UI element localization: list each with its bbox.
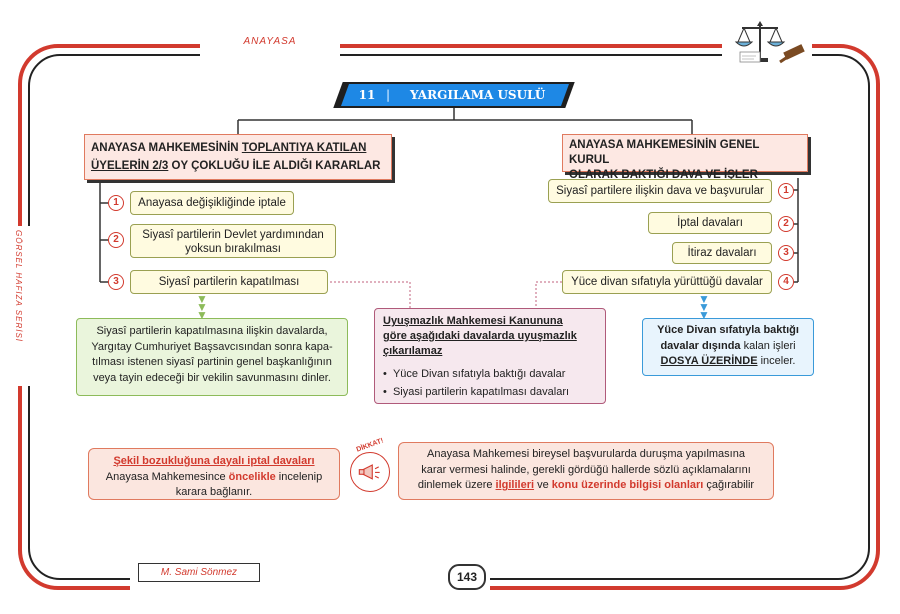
right-item-1: Siyasî partilere ilişkin dava ve başvuru… — [548, 179, 772, 203]
page-number: 143 — [448, 564, 486, 590]
middle-heading: Uyuşmazlık Mahkemesi Kanununa göre aşağı… — [383, 315, 577, 357]
right-item-2: İptal davaları — [648, 212, 772, 234]
bottom-left-note: Şekil bozukluğuna dayalı iptal davaları … — [88, 448, 340, 500]
attention-megaphone-icon — [350, 452, 390, 492]
right-item-4: Yüce divan sıfatıyla yürüttüğü davalar — [562, 270, 772, 294]
right-item-2-number: 2 — [778, 216, 794, 232]
right-item-4-number: 4 — [778, 274, 794, 290]
side-gap — [8, 226, 38, 386]
right-heading: ANAYASA MAHKEMESİNİN GENEL KURUL OLARAK … — [562, 134, 808, 181]
list-item: • Yüce Divan sıfatıyla baktığı davalar — [383, 368, 566, 380]
left-note: Siyasî partilerin kapatılmasına ilişkin … — [76, 318, 348, 396]
right-note: Yüce Divan sıfatıyla baktığı davalar dış… — [642, 318, 814, 376]
bottom-right-note: Anayasa Mahkemesi bireysel başvurularda … — [398, 442, 774, 500]
right-item-1-number: 1 — [778, 183, 794, 199]
left-item-3-number: 3 — [108, 274, 124, 290]
title-text: YARGILAMA USULÜ — [410, 88, 546, 102]
header-gap — [200, 36, 340, 60]
chevron-down-icon: ▼▼▼ — [196, 292, 208, 322]
header-label: ANAYASA — [243, 36, 297, 47]
right-item-3: İtiraz davaları — [672, 242, 772, 264]
side-label: GÖRSEL HAFIZA SERİSİ — [14, 230, 23, 343]
left-item-1-number: 1 — [108, 195, 124, 211]
left-item-3: Siyasî partilerin kapatılması — [130, 270, 328, 294]
middle-note: Uyuşmazlık Mahkemesi Kanununa göre aşağı… — [374, 308, 606, 404]
left-item-1: Anayasa değişikliğinde iptale — [130, 191, 294, 215]
right-item-3-number: 3 — [778, 245, 794, 261]
left-heading: ANAYASA MAHKEMESİNİN TOPLANTIYA KATILAN … — [84, 134, 392, 180]
section-number: 11 — [358, 88, 376, 102]
author-label: M. Sami Sönmez — [138, 563, 260, 582]
list-item: • Siyasi partilerin kapatılması davaları — [383, 386, 570, 398]
scales-gavel-logo — [734, 21, 805, 64]
section-title: 11 | YARGILAMA USULÜ — [352, 84, 562, 106]
title-separator: | — [385, 88, 391, 102]
chevron-down-icon: ▼▼▼ — [698, 292, 710, 322]
left-item-2-number: 2 — [108, 232, 124, 248]
middle-bullet-list: • Yüce Divan sıfatıyla baktığı davalar •… — [383, 365, 597, 401]
